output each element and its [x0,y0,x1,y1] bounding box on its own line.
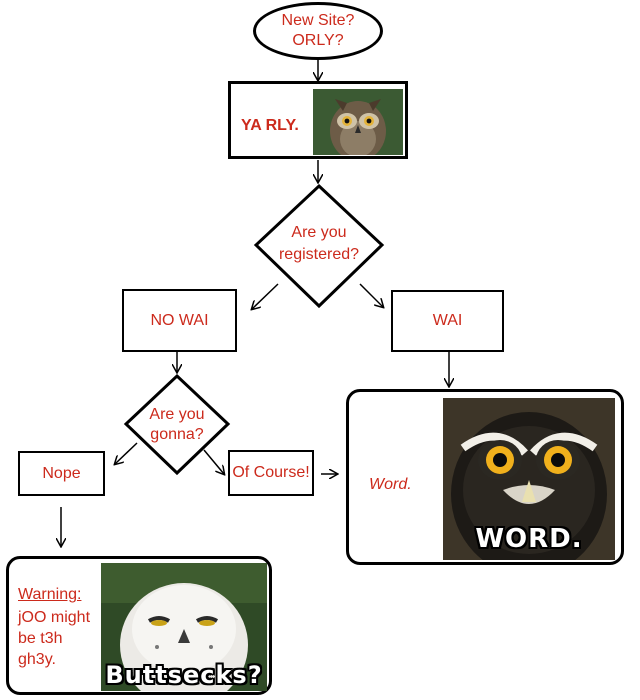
nowai-label: NO WAI [150,311,209,329]
wai-node: WAI [391,290,504,352]
warning-node: Warning: jOO might be t3h gh3y. Buttseck… [6,556,272,695]
nope-label: Nope [42,464,81,482]
spectacled-owl-icon [443,398,615,560]
owl-icon [313,89,403,155]
word-label: Word. [369,476,412,493]
arrow-to-nowai [252,283,279,309]
yarly-node: YA RLY. [228,81,408,159]
nope-node: Nope [18,451,105,496]
wai-label: WAI [432,312,463,329]
warning-title: Warning: [18,586,82,603]
arrow-to-nope [115,442,138,464]
word-owl-photo: WORD. [443,398,615,560]
start-node: New Site? ORLY? [253,2,383,60]
arrow-to-ofcourse [203,449,224,474]
gonna-label: Are you gonna? [149,406,205,443]
registered-label: Are you registered? [278,224,360,263]
word-node: Word. WORD. [346,389,624,565]
warning-body: jOO might be t3h gh3y. [18,609,91,668]
snowy-owl-icon [101,563,267,691]
start-label: New Site? ORLY? [281,12,355,49]
ofcourse-node: Of Course! [228,450,314,496]
arrow-to-wai [359,283,383,307]
owl-photo [313,89,403,155]
word-caption: WORD. [475,524,583,554]
yarly-label: YA RLY. [241,117,299,134]
snowy-caption: Buttsecks? [105,661,263,689]
nowai-node: NO WAI [122,289,237,352]
ofcourse-label: Of Course! [232,464,310,481]
diamond-registered [253,183,385,309]
snowy-owl-photo: Buttsecks? [101,563,267,691]
diamond-gonna [123,373,231,476]
